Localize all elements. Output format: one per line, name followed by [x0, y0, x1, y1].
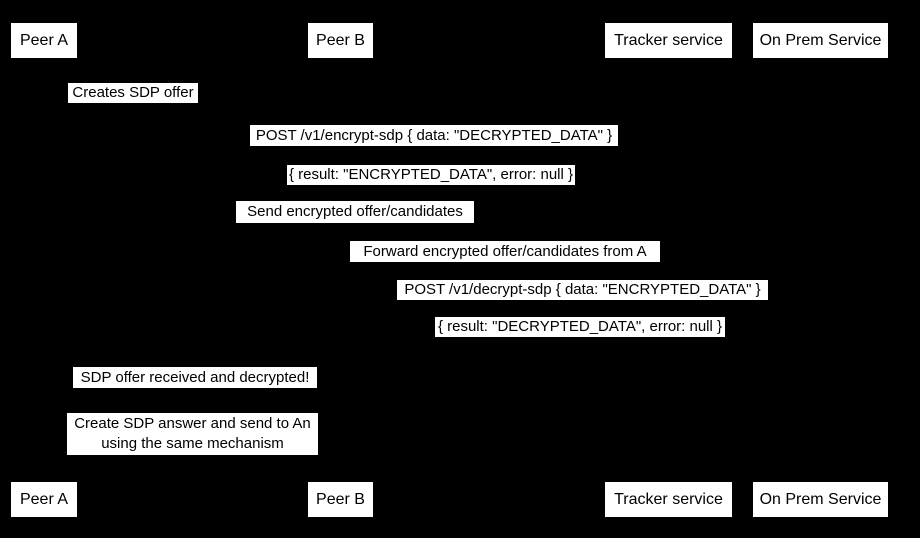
message-send-encrypted-offer: Send encrypted offer/candidates [236, 201, 474, 223]
note-create-sdp-answer: Create SDP answer and send to An using t… [67, 413, 318, 455]
message-sdp-offer-received: SDP offer received and decrypted! [73, 367, 317, 388]
note-line-2: using the same mechanism [101, 435, 284, 452]
message-forward-encrypted-offer: Forward encrypted offer/candidates from … [350, 241, 660, 262]
message-decrypt-result: { result: "DECRYPTED_DATA", error: null … [435, 317, 725, 337]
message-post-encrypt-sdp: POST /v1/encrypt-sdp { data: "DECRYPTED_… [250, 125, 618, 146]
actor-peer-b-bottom: Peer B [308, 482, 373, 517]
message-creates-sdp-offer: Creates SDP offer [68, 83, 198, 103]
actor-tracker-service-bottom: Tracker service [605, 482, 732, 517]
actor-on-prem-service-bottom: On Prem Service [753, 482, 888, 517]
actor-peer-a-bottom: Peer A [11, 482, 77, 517]
note-line-1: Create SDP answer and send to An [74, 415, 311, 432]
actor-tracker-service-top: Tracker service [605, 23, 732, 58]
actor-on-prem-service-top: On Prem Service [753, 23, 888, 58]
message-encrypt-result: { result: "ENCRYPTED_DATA", error: null … [287, 165, 575, 185]
actor-peer-a-top: Peer A [11, 23, 77, 58]
actor-peer-b-top: Peer B [308, 23, 373, 58]
message-post-decrypt-sdp: POST /v1/decrypt-sdp { data: "ENCRYPTED_… [397, 280, 768, 300]
